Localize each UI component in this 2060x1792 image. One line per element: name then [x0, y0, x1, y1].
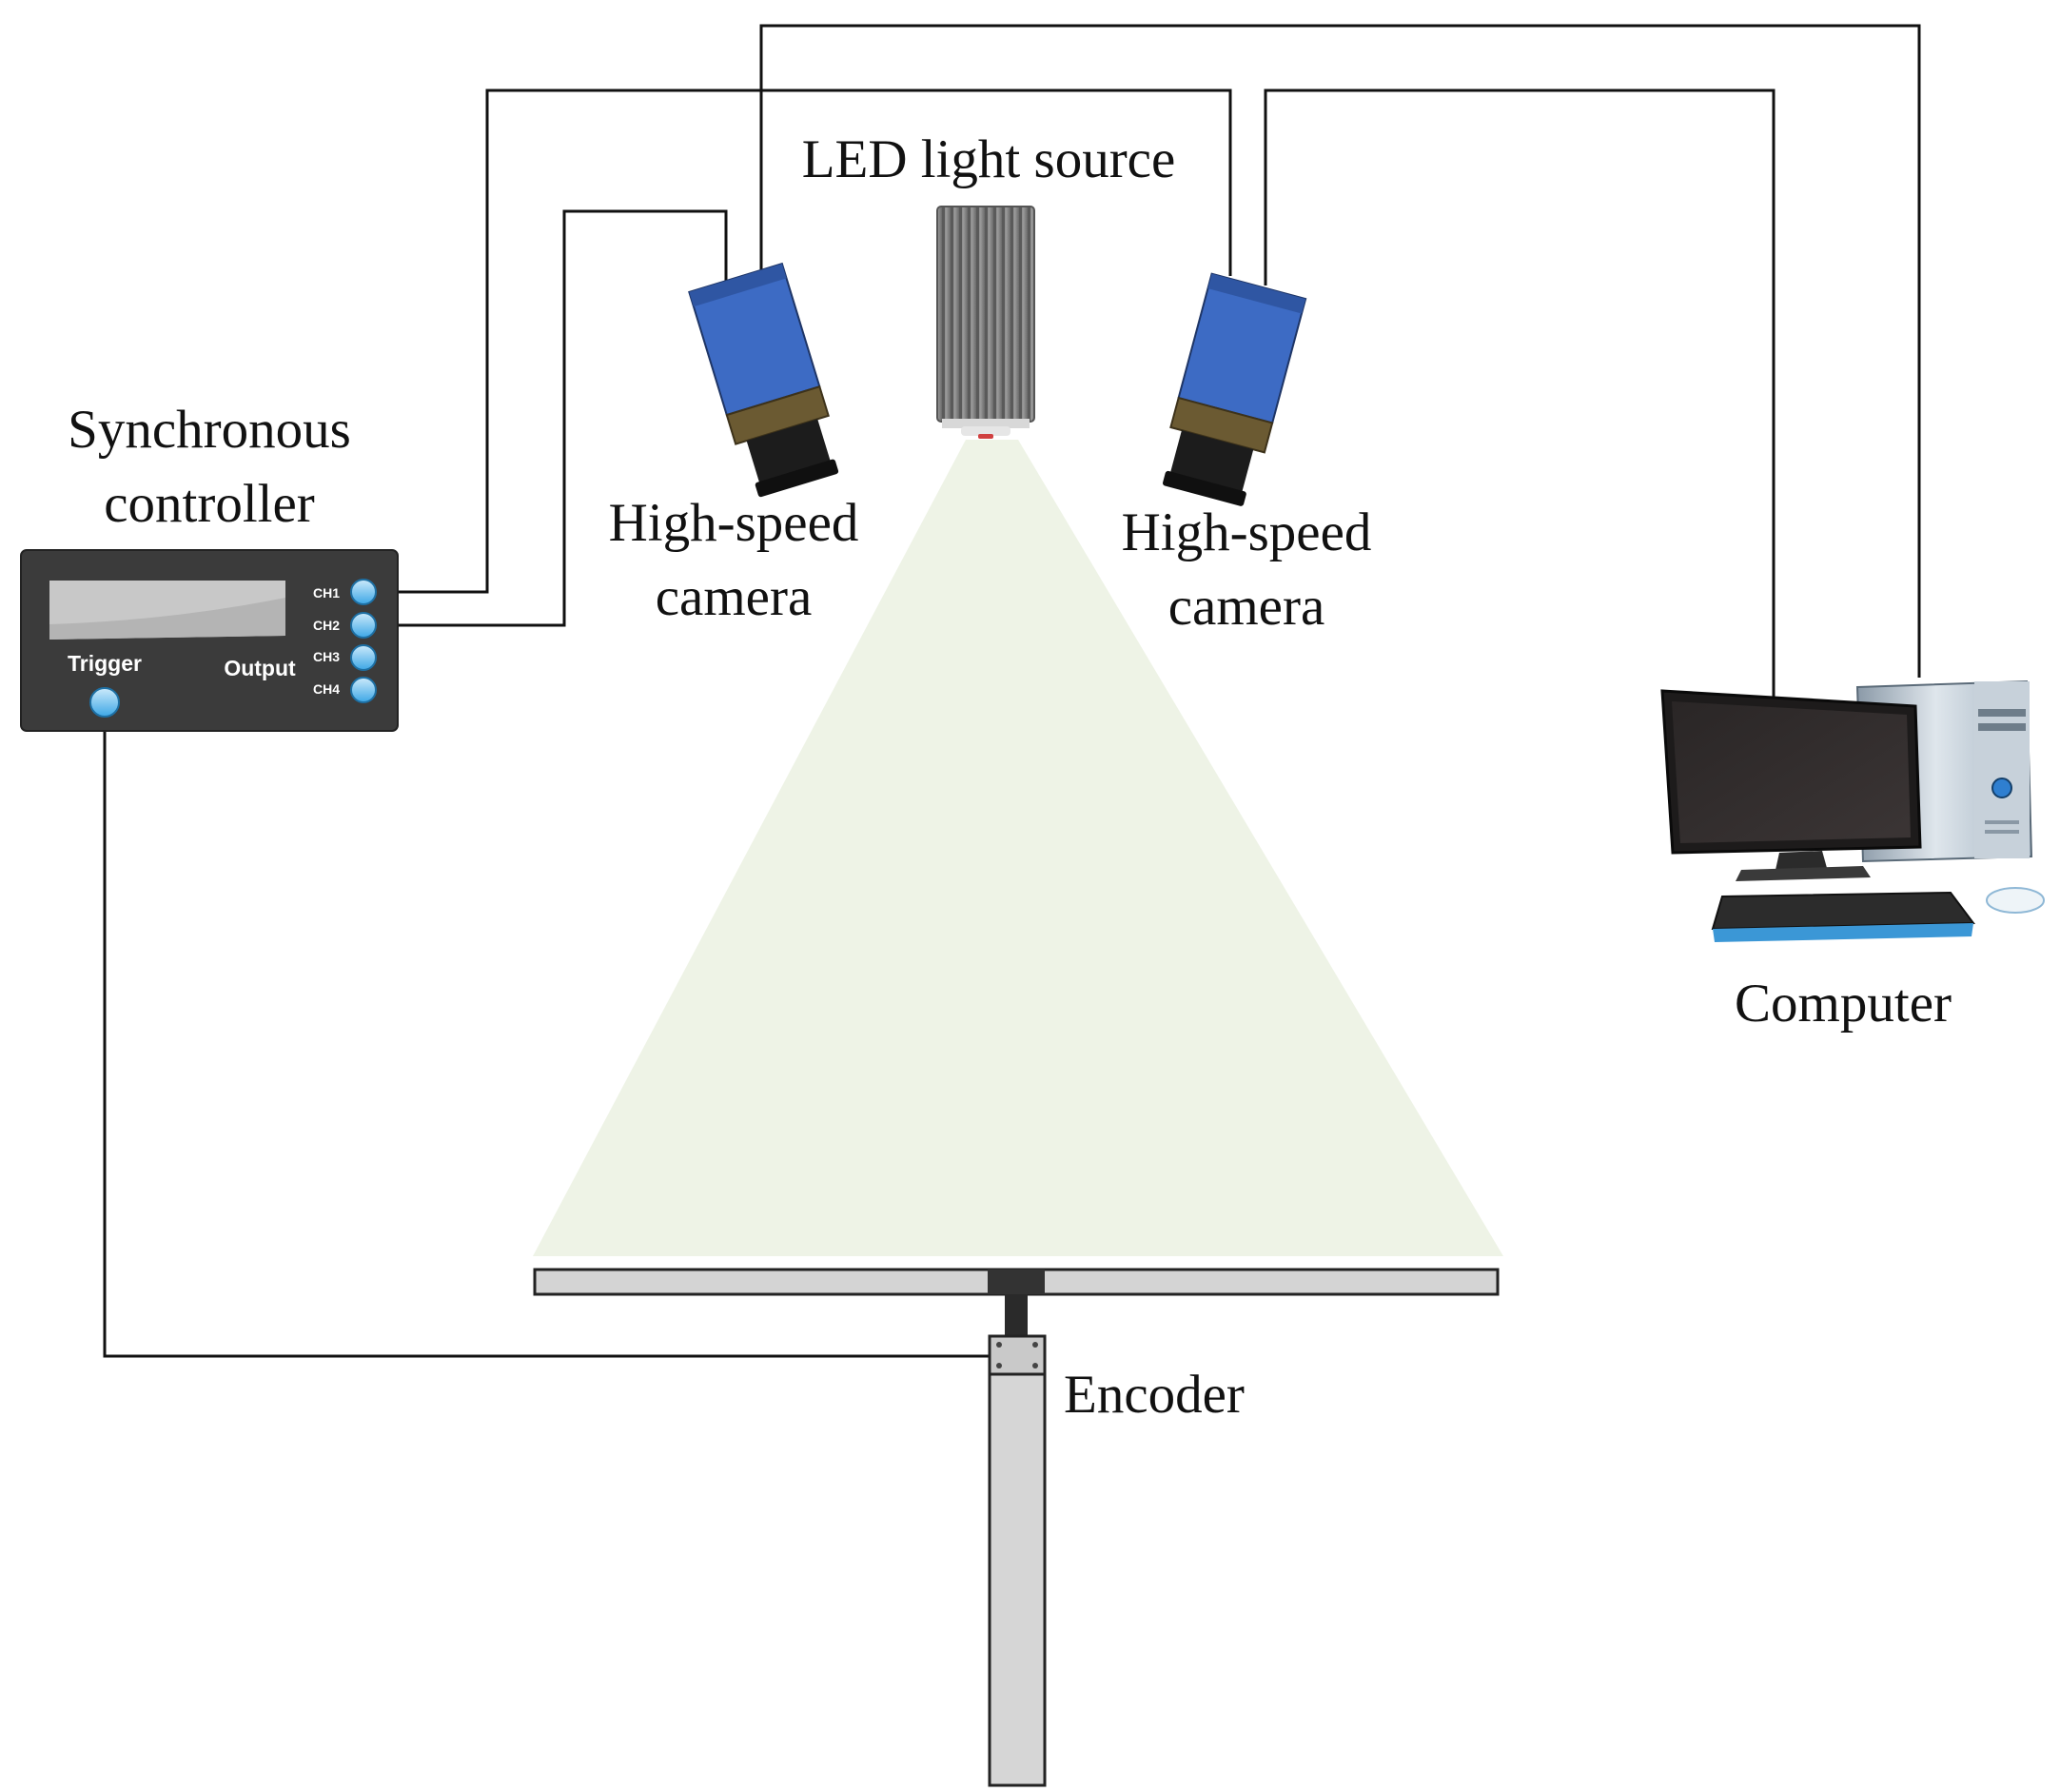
controller-trigger-label: Trigger [68, 651, 142, 676]
computer [1660, 679, 2045, 942]
mouse-icon [1986, 887, 2045, 914]
label-led-light-source: LED light source [802, 129, 1176, 189]
label-sync-controller-line2: controller [104, 474, 315, 534]
wire-trigger-to-encoder [103, 719, 997, 1358]
wire-left-camera-to-computer [759, 24, 1921, 678]
encoder-column [988, 1372, 1047, 1787]
camera-right [1163, 272, 1307, 506]
label-camera-right-line1: High-speed [1122, 502, 1372, 562]
encoder-block [988, 1334, 1047, 1376]
controller-output-label: Output [224, 656, 296, 680]
label-sync-controller-line1: Synchronous [68, 400, 351, 460]
camera-left [688, 262, 839, 498]
wiring [103, 24, 1921, 1358]
wire-ch2-to-left-camera [362, 209, 728, 627]
light-beam [533, 440, 1503, 1256]
port-ch4 [350, 677, 377, 703]
channel-label-ch1: CH1 [313, 585, 340, 601]
led-light-source [936, 206, 1035, 439]
port-ch3 [350, 644, 377, 671]
label-encoder: Encoder [1064, 1365, 1245, 1425]
port-ch2 [350, 612, 377, 639]
power-button-icon [1991, 778, 2012, 798]
channel-label-ch4: CH4 [313, 681, 340, 697]
label-computer: Computer [1735, 974, 1952, 1034]
wire-right-camera-to-computer [1264, 89, 1776, 699]
channel-label-ch2: CH2 [313, 618, 340, 633]
port-ch1 [350, 579, 377, 605]
wire-ch1-to-right-camera [362, 89, 1232, 594]
synchronous-controller: Trigger Output CH1 CH2 CH3 CH4 [20, 549, 399, 732]
label-camera-left-line2: camera [656, 567, 813, 627]
channel-label-ch3: CH3 [313, 649, 340, 664]
label-camera-left-line1: High-speed [609, 493, 859, 553]
port-trigger [89, 687, 120, 718]
encoder-assembly [533, 1268, 1500, 1787]
label-camera-right-line2: camera [1168, 577, 1325, 637]
